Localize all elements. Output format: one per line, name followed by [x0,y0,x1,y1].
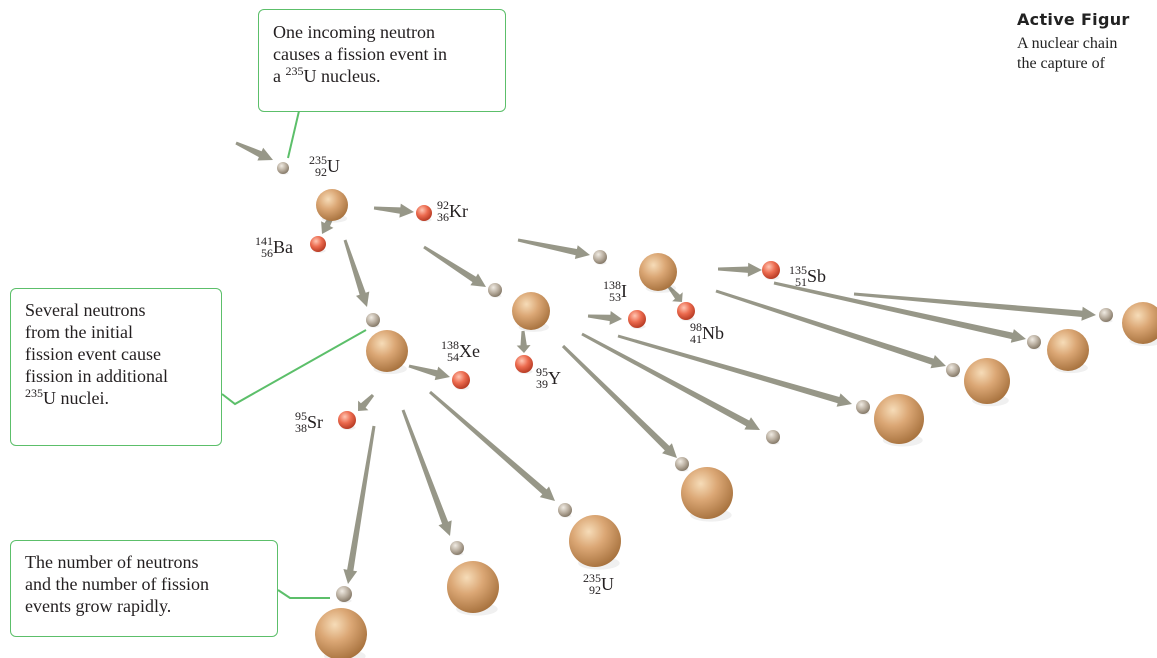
reaction-arrow [561,344,677,458]
callout-rapid-growth: The number of neutrons and the number of… [10,540,278,637]
uranium-nucleus [512,292,550,330]
neutron [558,503,572,517]
uranium-nucleus [316,189,348,221]
neutron [946,363,960,377]
reaction-arrow [667,286,683,302]
reaction-arrow [343,425,376,584]
callout-line: Several neutrons [25,300,146,320]
neutron [488,283,502,297]
callout-connector [287,110,300,159]
reaction-arrow [408,364,450,381]
reaction-arrow [517,238,590,259]
uranium-nucleus [964,358,1010,404]
uranium-nucleus [681,467,733,519]
fission-fragment [762,261,780,279]
callout-line: causes a fission event in [273,44,447,64]
reaction-arrow [587,311,622,325]
reaction-arrow [853,292,1096,321]
reaction-arrow [373,203,414,218]
figure-title: Active Figur [1017,10,1130,29]
connector-layer [221,110,367,599]
neutron [366,313,380,327]
reaction-arrow [343,239,370,307]
fission-fragment [677,302,695,320]
reaction-arrow [358,394,375,411]
callout-connector [221,329,367,406]
fission-fragment [628,310,646,328]
callout-incoming-neutron: One incoming neutron causes a fission ev… [258,9,506,112]
reaction-arrow [773,281,1026,343]
neutron [336,586,352,602]
uranium-nucleus [366,330,408,372]
fission-fragment [416,205,432,221]
neutron [277,162,289,174]
reaction-arrow [401,409,452,536]
callout-line: from the initial [25,322,133,342]
uranium-nucleus [447,561,499,613]
neutron [675,457,689,471]
uranium-nucleus [569,515,621,567]
callout-line: a 235U nucleus. [273,64,381,86]
uranium-nucleus [874,394,924,444]
neutron [856,400,870,414]
callout-line: fission in additional [25,366,168,386]
reaction-arrow [423,245,486,287]
fission-fragment [452,371,470,389]
reaction-arrow [235,141,273,161]
callout-several-neutrons: Several neutrons from the initial fissio… [10,288,222,446]
neutron [766,430,780,444]
callout-connector [277,589,330,599]
figure-caption: A nuclear chain the capture of [1017,35,1118,72]
callout-line: The number of neutrons [25,552,199,572]
fission-fragment [310,236,326,252]
callout-line: fission event cause [25,344,161,364]
uranium-nucleus [639,253,677,291]
arrow-layer [235,141,1096,584]
callout-line: events grow rapidly. [25,596,172,616]
reaction-arrow [516,330,531,353]
callout-line: 235U nuclei. [25,386,109,408]
neutron [593,250,607,264]
reaction-arrow [581,332,760,430]
callout-line: One incoming neutron [273,22,435,42]
reaction-arrow [429,390,555,501]
particle-layer [277,162,1157,658]
fission-fragment [515,355,533,373]
uranium-nucleus [1122,302,1157,344]
neutron [450,541,464,555]
fission-fragment [338,411,356,429]
callout-line: and the number of fission [25,574,209,594]
mass-number: 235 [285,64,304,78]
uranium-nucleus [1047,329,1089,371]
reaction-arrow [718,262,762,277]
reaction-arrow [715,289,946,369]
reaction-arrow [617,334,852,407]
uranium-nucleus [315,608,367,658]
neutron [1027,335,1041,349]
mass-number: 235 [25,386,43,400]
neutron [1099,308,1113,322]
